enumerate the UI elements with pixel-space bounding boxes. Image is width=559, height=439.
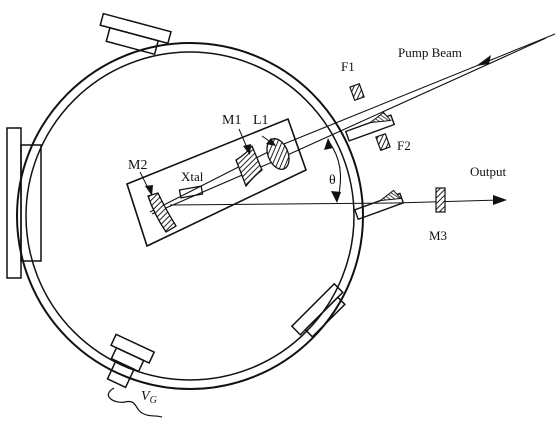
vacuum-gauge-port [106, 333, 156, 389]
label-f1: F1 [341, 59, 355, 74]
label-pointers [139, 128, 276, 196]
label-m2: M2 [128, 158, 147, 173]
label-output: Output [470, 164, 507, 179]
label-theta: θ [329, 173, 336, 188]
label-vg: VG [141, 389, 157, 406]
output-window [353, 189, 405, 221]
filter-f2 [375, 132, 391, 152]
vacuum-chamber [16, 42, 364, 390]
label-f2: F2 [397, 138, 411, 153]
filter-f1 [349, 82, 365, 102]
label-m3: M3 [429, 228, 447, 243]
chamber-flange-left [6, 127, 42, 279]
label-pump-beam: Pump Beam [398, 45, 462, 60]
input-window [344, 111, 396, 142]
output-beam-path [394, 195, 507, 205]
mirror-m1 [235, 144, 263, 188]
mirror-m3 [435, 187, 446, 213]
cavity-mount-plate [126, 117, 307, 248]
chamber-flange-lower-right [290, 282, 346, 338]
crystal [178, 185, 204, 199]
chamber-flange-top [99, 12, 172, 56]
label-l1: L1 [253, 113, 269, 128]
label-xtal: Xtal [181, 169, 204, 184]
label-m1: M1 [222, 113, 241, 128]
pump-beam-path [268, 33, 556, 158]
theta-angle-indicator [324, 138, 342, 203]
mirror-m2 [147, 192, 177, 233]
lens-l1 [266, 138, 290, 170]
vacuum-gauge-cable [107, 387, 163, 418]
